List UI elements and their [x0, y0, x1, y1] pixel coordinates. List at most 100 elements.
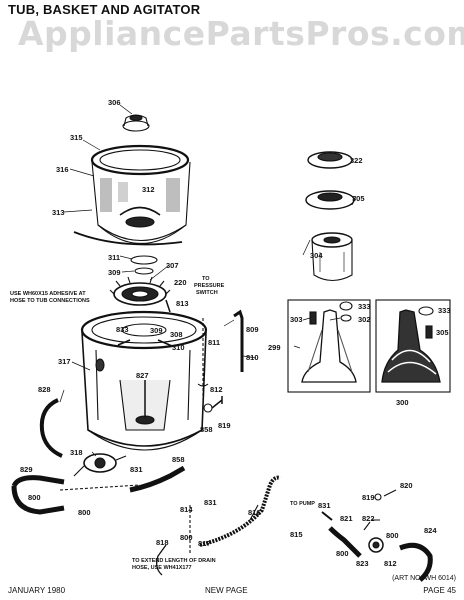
label-311: 311: [108, 253, 120, 262]
art-number: (ART NO. WH 6014): [392, 575, 456, 582]
label-299: 299: [268, 343, 281, 352]
part-819-drawing: [211, 396, 223, 409]
label-821: 821: [340, 514, 353, 523]
label-305a: 305: [352, 194, 365, 203]
label-812b: 812: [384, 559, 397, 568]
label-333a: 333: [358, 302, 371, 311]
label-827: 827: [136, 371, 149, 380]
outer-tub-drawing: [80, 310, 208, 451]
part-821-drawing: [328, 526, 362, 558]
label-310: 310: [172, 343, 185, 352]
note-drain-line2: HOSE, USE WH41X177: [132, 565, 192, 571]
part-858b-drawing: [129, 465, 186, 493]
label-817: 817: [198, 539, 211, 548]
label-818: 818: [156, 538, 169, 547]
label-305b: 305: [436, 328, 449, 337]
part-313-drawing: [73, 231, 183, 246]
label-315: 315: [70, 133, 83, 142]
label-828: 828: [38, 385, 51, 394]
label-307: 307: [166, 261, 179, 270]
label-220: 220: [174, 278, 187, 287]
pump-drawing: [73, 453, 127, 477]
footer-page-number: PAGE 45: [423, 586, 456, 595]
note-pressure-line1: TO: [202, 276, 210, 282]
label-816: 816: [248, 508, 261, 517]
part-333-drawing: [339, 301, 353, 311]
part-822-drawing: [363, 519, 380, 531]
label-812a: 812: [210, 385, 223, 394]
label-317: 317: [58, 357, 71, 366]
label-800e: 800: [386, 531, 399, 540]
part-220-drawing: [109, 276, 171, 306]
label-800c: 800: [180, 533, 193, 542]
part-824-drawing: [399, 542, 433, 582]
label-824: 824: [424, 526, 437, 535]
part-818-drawing: [156, 544, 167, 576]
label-333b: 333: [438, 306, 451, 315]
note-adhesive-line2: HOSE TO TUB CONNECTIONS: [10, 298, 90, 304]
note-adhesive-line1: USE WH60X15 ADHESIVE AT: [10, 291, 86, 297]
label-829: 829: [20, 465, 33, 474]
part-820-drawing: [383, 489, 397, 497]
part-311-drawing: [130, 255, 158, 265]
agitator-299-drawing: [301, 309, 357, 383]
label-318: 318: [70, 448, 83, 457]
page-title: TUB, BASKET AND AGITATOR: [8, 2, 201, 17]
part-322-drawing: [307, 151, 353, 169]
part-819b-drawing: [374, 493, 382, 501]
label-306: 306: [108, 98, 121, 107]
label-308: 308: [170, 330, 183, 339]
label-800d: 800: [336, 549, 349, 558]
label-833: 833: [116, 325, 129, 334]
label-831b: 831: [204, 498, 217, 507]
label-822: 822: [362, 514, 375, 523]
note-to-pump: TO PUMP: [290, 501, 315, 507]
label-819a: 819: [218, 421, 231, 430]
label-809: 809: [246, 325, 259, 334]
part-829-drawing: [11, 475, 65, 488]
part-304-drawing: [311, 232, 353, 282]
part-812-drawing: [197, 383, 209, 387]
label-800b: 800: [78, 508, 91, 517]
note-pressure-line2: PRESSURE: [194, 283, 225, 289]
label-313: 313: [52, 208, 65, 217]
part-302-drawing: [340, 314, 352, 322]
label-304: 304: [310, 251, 323, 260]
part-306-drawing: [122, 114, 150, 132]
agitator-300-drawing: [381, 309, 441, 383]
label-814: 814: [180, 505, 193, 514]
label-858a: 858: [200, 425, 213, 434]
note-drain-line1: TO EXTEND LENGTH OF DRAIN: [132, 558, 216, 564]
label-810: 810: [246, 353, 259, 362]
part-828-drawing: [39, 398, 63, 458]
label-831a: 831: [130, 465, 143, 474]
part-815-drawing: [199, 475, 281, 547]
watermark: AppliancePartsPros.com: [18, 14, 464, 53]
footer-new-page: NEW PAGE: [205, 586, 248, 595]
label-815: 815: [290, 530, 303, 539]
part-305-drawing: [305, 190, 355, 210]
part-309-drawing: [134, 267, 154, 275]
label-813: 813: [176, 299, 189, 308]
label-800a: 800: [28, 493, 41, 502]
part-831c-drawing: [321, 511, 333, 521]
label-819b: 819: [362, 493, 375, 502]
part-810-drawing: [233, 309, 244, 372]
label-322: 322: [350, 156, 363, 165]
footer-date: JANUARY 1980: [8, 586, 66, 595]
label-309b: 309: [150, 326, 163, 335]
label-303: 303: [290, 315, 303, 324]
label-858b: 858: [172, 455, 185, 464]
note-pressure-line3: SWITCH: [196, 290, 218, 296]
part-813-drawing: [165, 299, 171, 313]
label-316: 316: [56, 165, 69, 174]
label-302: 302: [358, 315, 371, 324]
label-309a: 309: [108, 268, 121, 277]
label-811: 811: [208, 338, 220, 347]
agitator-box-299: [287, 299, 371, 393]
part-858-drawing: [203, 403, 213, 413]
label-823: 823: [356, 559, 369, 568]
label-820: 820: [400, 481, 413, 490]
label-831c: 831: [318, 501, 331, 510]
